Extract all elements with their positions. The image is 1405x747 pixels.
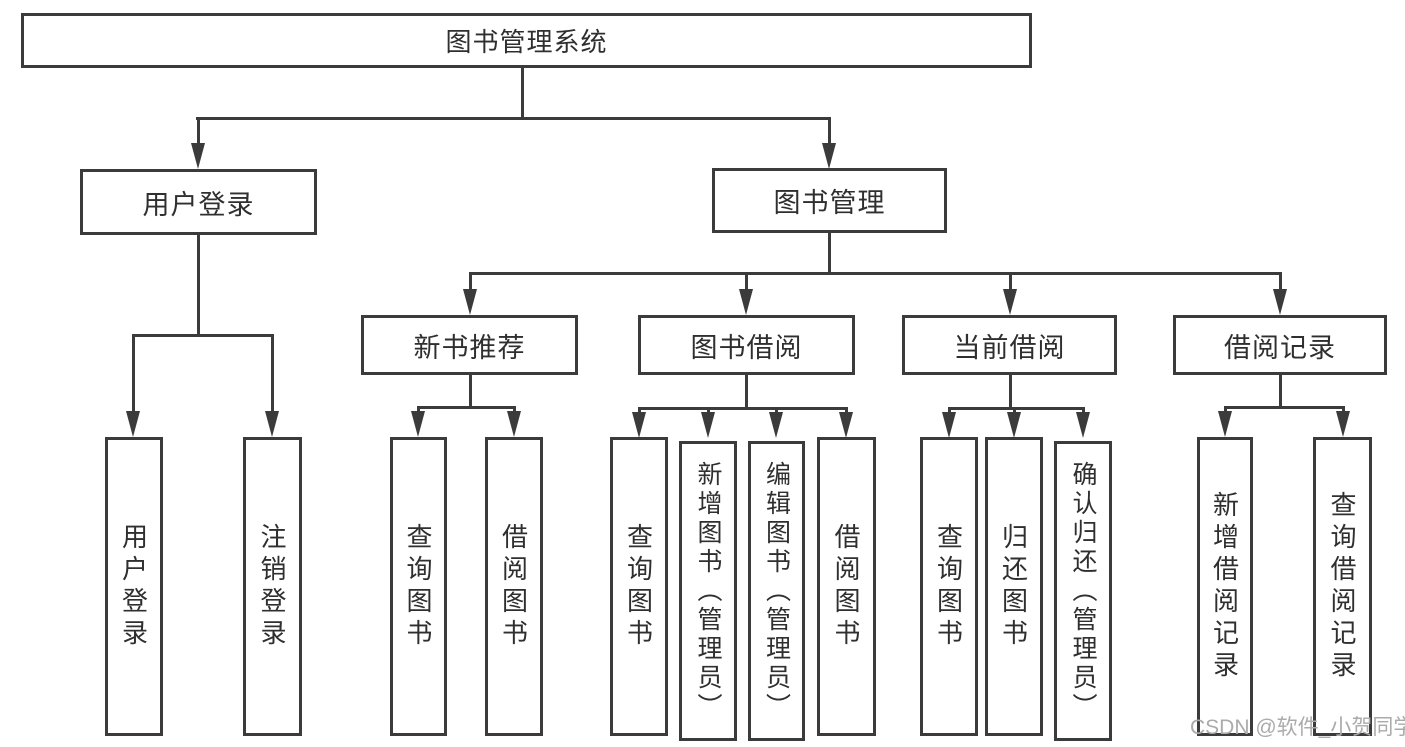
leaf-query-books-recommend: 查询图书 [390,437,447,736]
watermark: CSDN @软件_小贺同学 [1190,716,1405,739]
connector-drop-leaf [1082,407,1085,415]
leaf-user-login-label: 用户登录 [118,522,149,651]
connector-drop-leaf [638,407,641,415]
arrow-down-icon [942,412,956,438]
node-book-borrow: 图书借阅 [638,315,855,375]
leaf-edit-books-admin-label: 编辑图书（管理员） [762,460,791,722]
leaf-query-books-borrow: 查询图书 [610,437,668,736]
leaf-return-books-label: 归还图书 [998,522,1029,651]
connector-drop-leaf-user-login [132,334,135,413]
node-book-borrow-label: 图书借阅 [690,332,803,363]
arrow-down-icon [1336,411,1350,437]
arrow-down-icon [1003,289,1017,315]
connector-new-book-recommend-stem [469,375,472,408]
leaf-logout-label: 注销登录 [257,522,287,651]
connector-drop-leaf [1013,407,1016,415]
arrow-down-icon [632,412,646,438]
connector-drop-user-login [197,117,200,145]
connector-current-borrow-split [948,407,1084,410]
node-current-borrow-label: 当前借阅 [953,332,1066,363]
connector-user-login-split [132,334,274,337]
leaf-query-borrow-record-label: 查询借阅记录 [1327,490,1357,683]
arrow-down-icon [191,143,205,169]
node-root-label: 图书管理系统 [445,27,608,57]
node-book-management-label: 图书管理 [773,188,886,218]
connector-book-management-stem [828,233,831,274]
arrow-down-icon [701,412,715,438]
leaf-query-books-recommend-label: 查询图书 [403,522,433,651]
node-user-login-label: 用户登录 [142,189,255,220]
leaf-add-books-admin: 新增图书（管理员） [679,441,737,741]
connector-drop-leaf [513,406,516,414]
leaf-add-borrow-record-label: 新增借阅记录 [1209,490,1240,683]
arrow-down-icon [822,143,836,169]
leaf-query-books-current-label: 查询图书 [933,522,964,651]
leaf-query-books-borrow-label: 查询图书 [623,522,654,651]
node-root: 图书管理系统 [21,13,1032,68]
leaf-confirm-return-admin-label: 确认归还（管理员） [1069,460,1097,722]
leaf-user-login: 用户登录 [105,437,163,736]
leaf-add-books-admin-label: 新增图书（管理员） [694,460,722,722]
arrow-down-icon [769,412,783,438]
connector-drop-new-book-recommend [469,272,472,291]
arrow-down-icon [126,411,140,437]
connector-drop-book-borrow [745,272,748,291]
connector-book-borrow-stem [745,375,748,409]
arrow-down-icon [507,411,521,437]
node-book-management: 图书管理 [712,168,947,233]
node-user-login: 用户登录 [80,169,317,235]
connector-book-management-split [469,272,1281,275]
node-borrow-records: 借阅记录 [1173,315,1387,375]
arrow-down-icon [839,412,853,438]
connector-drop-leaf [775,407,778,415]
connector-drop-leaf [1224,406,1227,414]
connector-drop-leaf [948,407,951,415]
connector-drop-leaf [845,407,848,415]
arrow-down-icon [1076,412,1090,438]
leaf-borrow-books: 借阅图书 [817,437,876,736]
connector-borrow-records-split [1224,406,1344,409]
connector-drop-leaf [417,406,420,414]
connector-drop-leaf-logout [271,334,274,413]
connector-drop-current-borrow [1009,272,1012,291]
connector-current-borrow-stem [1009,375,1012,409]
arrow-down-icon [1273,289,1287,315]
connector-drop-leaf [1342,406,1345,414]
arrow-down-icon [1007,412,1021,438]
node-borrow-records-label: 借阅记录 [1224,332,1336,363]
connector-drop-borrow-records [1279,272,1282,291]
connector-root-split [196,117,831,120]
connector-user-login-stem [197,235,200,335]
leaf-borrow-books-recommend-label: 借阅图书 [498,522,529,651]
leaf-add-borrow-record: 新增借阅记录 [1197,437,1253,736]
leaf-logout: 注销登录 [243,437,302,736]
arrow-down-icon [1218,411,1232,437]
leaf-return-books: 归还图书 [985,437,1043,736]
leaf-confirm-return-admin: 确认归还（管理员） [1054,441,1112,741]
connector-drop-leaf [707,407,710,415]
connector-drop-book-management [828,117,831,145]
arrow-down-icon [463,289,477,315]
connector-root-stem [521,66,524,120]
leaf-borrow-books-label: 借阅图书 [831,522,861,651]
arrow-down-icon [265,411,279,437]
leaf-query-books-current: 查询图书 [920,437,978,736]
connector-borrow-records-stem [1279,375,1282,408]
connector-book-borrow-split [638,407,847,410]
node-new-book-recommend: 新书推荐 [361,315,578,375]
arrow-down-icon [411,411,425,437]
node-new-book-recommend-label: 新书推荐 [413,332,526,363]
leaf-edit-books-admin: 编辑图书（管理员） [748,441,805,741]
leaf-query-borrow-record: 查询借阅记录 [1313,437,1372,736]
leaf-borrow-books-recommend: 借阅图书 [485,437,543,736]
node-current-borrow: 当前借阅 [902,315,1117,375]
arrow-down-icon [739,289,753,315]
connector-new-book-recommend-split [417,406,515,409]
